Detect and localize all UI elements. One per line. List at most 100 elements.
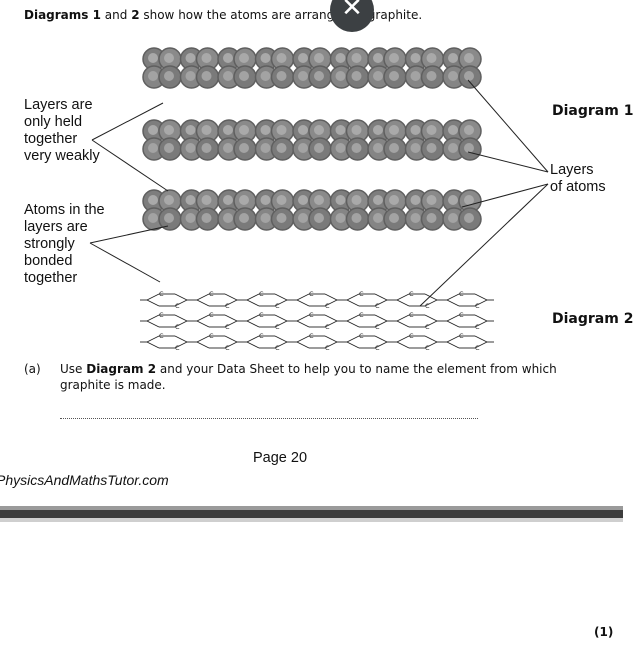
carbon-atom-2-5-a: C — [409, 332, 414, 340]
bond-55 — [174, 320, 188, 328]
page-number: Page 20 — [253, 450, 308, 466]
bond-66 — [274, 314, 288, 322]
bond-52 — [174, 314, 188, 322]
bond-57 — [196, 314, 210, 322]
bond-31 — [346, 299, 360, 307]
bond-80 — [374, 314, 388, 322]
carbon-atom-1-0-a: C — [159, 311, 164, 319]
atom-cluster-1-4 — [254, 47, 295, 89]
bond-24 — [296, 299, 310, 307]
carbon-atom-1-3-b: C — [325, 323, 330, 331]
page-divider — [0, 506, 623, 522]
bond-119 — [274, 341, 288, 349]
carbon-atom-2-0-b: C — [175, 344, 180, 352]
bond-0 — [146, 293, 160, 301]
marks-value: (1) — [594, 625, 614, 639]
bond-2 — [174, 293, 188, 301]
pointer-weak-top — [91, 102, 164, 141]
bond-123 — [324, 335, 338, 343]
bond-14 — [246, 293, 260, 301]
bond-124 — [296, 341, 310, 349]
bond-147 — [474, 341, 488, 349]
bond-121 — [296, 335, 310, 343]
bond-44 — [474, 293, 488, 301]
carbon-atom-2-3-a: C — [309, 332, 314, 340]
pointer-layer-bottom — [461, 183, 549, 208]
carbon-atom-2-5-b: C — [425, 344, 430, 352]
bond-67 — [246, 320, 260, 328]
bond-40 — [424, 299, 438, 307]
bond-117 — [246, 341, 260, 349]
bond-69 — [274, 320, 288, 328]
atom-cluster-3-2 — [179, 189, 220, 231]
bond-81 — [346, 320, 360, 328]
atom-cluster-2-8 — [404, 119, 445, 161]
atom-cluster-3-7 — [367, 189, 407, 231]
carbon-atom-0-1-b: C — [225, 302, 230, 310]
bond-145 — [446, 341, 460, 349]
bond-138 — [396, 341, 410, 349]
question-text: Use Diagram 2 and your Data Sheet to hel… — [60, 362, 557, 392]
bond-33 — [374, 299, 388, 307]
atom-cluster-1-8 — [404, 47, 445, 89]
answer-line[interactable] — [60, 412, 478, 419]
bond-71 — [296, 314, 310, 322]
close-icon: ✕ — [341, 0, 363, 23]
atom-cluster-2-2 — [179, 119, 220, 161]
atom-cluster-1-1 — [142, 47, 182, 89]
carbon-atom-0-1-a: C — [209, 290, 214, 298]
bond-64 — [246, 314, 260, 322]
carbon-atom-2-6-a: C — [459, 332, 464, 340]
bond-42 — [446, 293, 460, 301]
bond-17 — [246, 299, 260, 307]
carbon-network — [140, 293, 494, 349]
atom-cluster-2-7 — [367, 119, 407, 161]
carbon-atom-1-1-b: C — [225, 323, 230, 331]
bond-144 — [474, 335, 488, 343]
carbon-atom-labels: CCCCCCCCCCCCCCCCCCCCCCCCCCCCCCCCCCCCCCCC… — [159, 290, 480, 352]
pointer-weak-bottom — [91, 139, 169, 192]
carbon-atom-1-5-b: C — [425, 323, 430, 331]
question-part: (a) — [24, 362, 41, 376]
carbon-atom-0-6-a: C — [459, 290, 464, 298]
carbon-atom-2-2-a: C — [259, 332, 264, 340]
bond-45 — [446, 299, 460, 307]
bond-83 — [374, 320, 388, 328]
atom-cluster-1-2 — [179, 47, 220, 89]
atom-cluster-2-1 — [142, 119, 182, 161]
bond-95 — [446, 320, 460, 328]
atom-layer-1 — [142, 47, 482, 89]
carbon-atom-0-5-b: C — [425, 302, 430, 310]
bond-88 — [396, 320, 410, 328]
bond-5 — [174, 299, 188, 307]
bond-105 — [174, 341, 188, 349]
bond-128 — [346, 335, 360, 343]
atom-cluster-1-9 — [442, 47, 482, 89]
carbon-atom-0-4-a: C — [359, 290, 364, 298]
carbon-atom-0-5-a: C — [409, 290, 414, 298]
bond-130 — [374, 335, 388, 343]
bond-74 — [296, 320, 310, 328]
bond-62 — [224, 320, 238, 328]
atom-cluster-2-6 — [329, 119, 370, 161]
bond-21 — [296, 293, 310, 301]
bond-78 — [346, 314, 360, 322]
atom-cluster-1-5 — [292, 47, 332, 89]
carbon-atom-2-4-b: C — [375, 344, 380, 352]
carbon-atom-0-0-b: C — [175, 302, 180, 310]
carbon-atom-1-6-b: C — [475, 323, 480, 331]
atom-cluster-3-3 — [217, 189, 257, 231]
bond-26 — [324, 299, 338, 307]
bond-97 — [474, 320, 488, 328]
atom-cluster-3-9 — [442, 189, 482, 231]
bond-135 — [396, 335, 410, 343]
carbon-atom-1-0-b: C — [175, 323, 180, 331]
carbon-atom-2-4-a: C — [359, 332, 364, 340]
bond-107 — [196, 335, 210, 343]
atom-cluster-3-6 — [329, 189, 370, 231]
atom-cluster-1-3 — [217, 47, 257, 89]
bond-110 — [196, 341, 210, 349]
bond-59 — [224, 314, 238, 322]
bond-38 — [396, 299, 410, 307]
carbon-atom-0-0-a: C — [159, 290, 164, 298]
